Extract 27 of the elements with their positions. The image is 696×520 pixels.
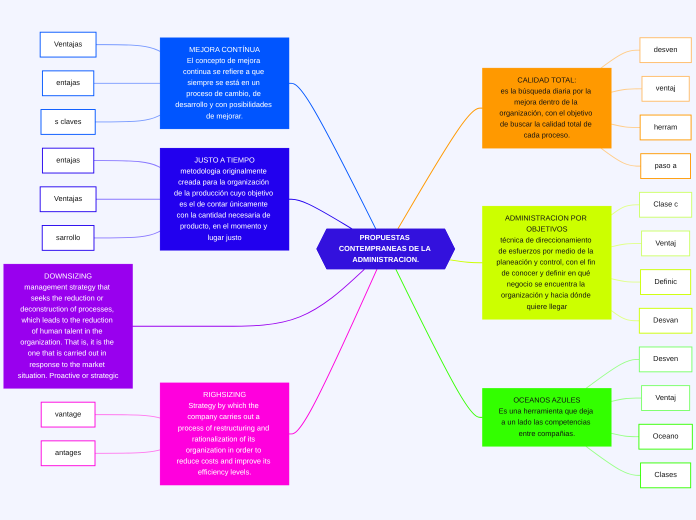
connector [132,268,365,327]
connector [586,358,640,389]
connector [600,148,642,167]
connector [94,230,161,238]
connector [600,50,640,69]
connector [93,160,161,168]
connector [610,278,642,283]
connector [288,268,378,434]
connector [94,414,161,418]
connector [397,108,483,230]
connector [288,82,376,230]
connector [93,82,161,84]
connector [586,446,642,476]
connector [610,204,640,216]
connector [610,432,640,438]
connector [94,114,161,122]
connector [610,310,640,322]
connector [395,268,483,418]
connector [94,449,161,454]
connector [610,398,642,402]
connector [610,242,642,248]
connector [288,198,353,230]
connector [610,88,642,93]
connector [449,259,483,264]
connector [96,198,161,200]
connector [96,44,161,52]
connector [610,124,641,128]
